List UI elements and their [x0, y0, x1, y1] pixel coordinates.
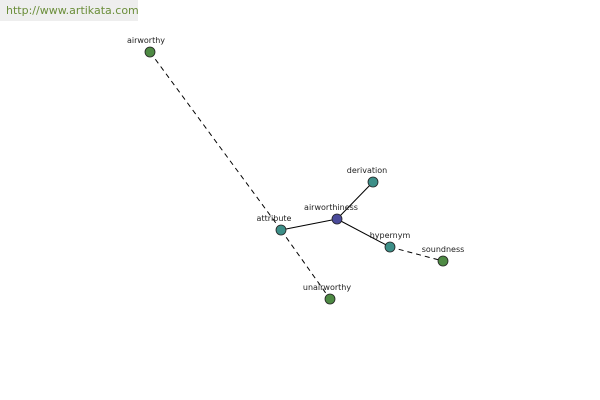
edge-airworthiness-derivation [336, 181, 374, 220]
edge-airworthiness-hypernym [336, 218, 391, 248]
node-dot-airworthy[interactable] [144, 46, 156, 58]
node-label-derivation: derivation [347, 166, 387, 175]
node-label-attribute: attribute [257, 214, 292, 223]
node-dot-airworthiness[interactable] [331, 213, 343, 225]
node-airworthy[interactable]: airworthy [127, 36, 165, 58]
nodes-layer: airworthy derivation airworthiness attribut… [127, 36, 465, 305]
node-airworthiness[interactable]: airworthiness [304, 203, 358, 225]
node-soundness[interactable]: soundness [422, 245, 465, 267]
edge-airworthiness-attribute [280, 218, 338, 231]
edge-attribute-airworthy [149, 51, 282, 231]
node-label-airworthiness: airworthiness [304, 203, 358, 212]
node-label-hypernym: hypernym [370, 231, 411, 240]
node-label-soundness: soundness [422, 245, 465, 254]
node-dot-derivation[interactable] [367, 176, 379, 188]
node-unairworthy[interactable]: unairworthy [303, 283, 351, 305]
node-hypernym[interactable]: hypernym [370, 231, 411, 253]
node-attribute[interactable]: attribute [257, 214, 292, 236]
edge-hypernym-soundness [389, 246, 444, 262]
node-label-unairworthy: unairworthy [303, 283, 351, 292]
node-dot-attribute[interactable] [275, 224, 287, 236]
node-derivation[interactable]: derivation [347, 166, 387, 188]
node-dot-unairworthy[interactable] [324, 293, 336, 305]
node-dot-soundness[interactable] [437, 255, 449, 267]
watermark-url: http://www.artikata.com [0, 0, 139, 21]
node-label-airworthy: airworthy [127, 36, 165, 45]
edges-layer [149, 51, 444, 300]
node-dot-hypernym[interactable] [384, 241, 396, 253]
